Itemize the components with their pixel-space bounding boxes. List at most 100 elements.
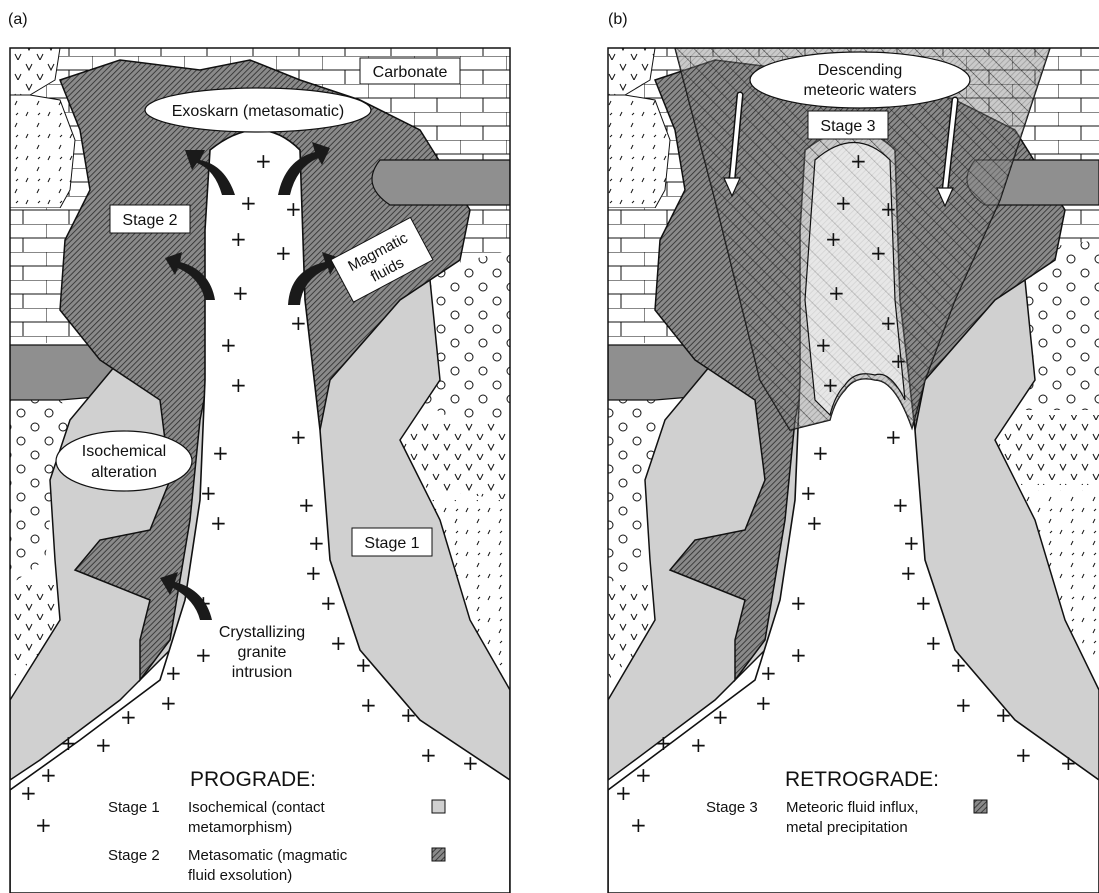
svg-text:+: + xyxy=(828,281,845,305)
svg-text:+: + xyxy=(298,493,315,517)
shale-bed-right xyxy=(372,160,510,205)
svg-text:+: + xyxy=(630,813,647,837)
svg-text:+: + xyxy=(950,653,967,677)
svg-text:+: + xyxy=(360,693,377,717)
svg-text:+: + xyxy=(903,531,920,555)
isochemical-alteration-label: Isochemical alteration xyxy=(56,431,192,491)
svg-text:+: + xyxy=(790,643,807,667)
legend-stage1-line2: metamorphism) xyxy=(188,819,292,836)
svg-text:+: + xyxy=(835,191,852,215)
svg-text:+: + xyxy=(915,591,932,615)
legend-stage2-line2: fluid exsolution) xyxy=(188,867,292,884)
svg-text:+: + xyxy=(815,333,832,357)
svg-text:+: + xyxy=(655,731,672,755)
legend-stage3-line2: metal precipitation xyxy=(786,819,908,836)
svg-text:+: + xyxy=(1015,743,1032,767)
stage2-label: Stage 2 xyxy=(110,205,190,233)
svg-text:+: + xyxy=(995,703,1012,727)
stage3-granite-core xyxy=(805,143,905,416)
svg-text:+: + xyxy=(255,149,272,173)
svg-text:+: + xyxy=(790,591,807,615)
svg-text:+: + xyxy=(220,333,237,357)
svg-text:+: + xyxy=(955,693,972,717)
svg-text:Stage 2: Stage 2 xyxy=(122,212,177,229)
svg-text:+: + xyxy=(285,197,302,221)
svg-text:+: + xyxy=(230,227,247,251)
svg-text:+: + xyxy=(635,763,652,787)
svg-text:+: + xyxy=(900,561,917,585)
legend-stage3-line1: Meteoric fluid influx, xyxy=(786,799,919,816)
svg-text:+: + xyxy=(230,373,247,397)
svg-text:+: + xyxy=(35,813,52,837)
svg-text:+: + xyxy=(462,751,479,775)
svg-text:+: + xyxy=(615,781,632,805)
exoskarn-label: Exoskarn (metasomatic) xyxy=(145,88,371,132)
svg-text:+: + xyxy=(400,703,417,727)
svg-text:+: + xyxy=(806,511,823,535)
legend-title-b: RETROGRADE: xyxy=(785,768,939,791)
svg-text:meteoric waters: meteoric waters xyxy=(804,82,917,99)
svg-text:+: + xyxy=(880,311,897,335)
svg-text:Isochemical: Isochemical xyxy=(82,443,166,460)
svg-text:+: + xyxy=(800,481,817,505)
svg-text:Crystallizing: Crystallizing xyxy=(219,624,305,641)
svg-text:+: + xyxy=(880,197,897,221)
svg-text:+: + xyxy=(760,661,777,685)
carbonate-label: Carbonate xyxy=(373,64,448,81)
legend-stage3: Stage 3 xyxy=(706,799,758,816)
svg-text:+: + xyxy=(420,743,437,767)
svg-text:+: + xyxy=(330,631,347,655)
svg-text:+: + xyxy=(890,349,907,373)
svg-text:+: + xyxy=(308,531,325,555)
svg-text:+: + xyxy=(212,441,229,465)
panel-b-tag: (b) xyxy=(608,11,628,28)
svg-text:+: + xyxy=(825,227,842,251)
svg-text:+: + xyxy=(275,241,292,265)
svg-text:+: + xyxy=(165,661,182,685)
svg-text:+: + xyxy=(690,733,707,757)
svg-text:+: + xyxy=(305,561,322,585)
svg-text:+: + xyxy=(232,281,249,305)
panel-b-cross-section: +++ +++ +++ +++ +++ +++ +++ +++ +++ +++ … xyxy=(608,48,1099,893)
svg-text:Exoskarn (metasomatic): Exoskarn (metasomatic) xyxy=(172,103,345,120)
svg-text:+: + xyxy=(195,643,212,667)
svg-text:+: + xyxy=(1060,751,1077,775)
stage1-label: Stage 1 xyxy=(352,528,432,556)
svg-text:intrusion: intrusion xyxy=(232,664,292,681)
svg-text:+: + xyxy=(885,425,902,449)
legend-stage1: Stage 1 xyxy=(108,799,160,816)
svg-text:+: + xyxy=(240,191,257,215)
svg-text:Descending: Descending xyxy=(818,62,903,79)
descending-meteoric-label: Descending meteoric waters xyxy=(750,52,970,108)
svg-text:+: + xyxy=(290,311,307,335)
legend-stage1-line1: Isochemical (contact xyxy=(188,799,326,816)
svg-text:Stage 3: Stage 3 xyxy=(820,118,875,135)
svg-text:+: + xyxy=(892,493,909,517)
svg-text:+: + xyxy=(95,733,112,757)
svg-text:+: + xyxy=(850,149,867,173)
svg-text:+: + xyxy=(160,691,177,715)
legend-swatch-stage1 xyxy=(432,800,445,813)
svg-text:Stage 1: Stage 1 xyxy=(364,535,419,552)
svg-text:+: + xyxy=(200,481,217,505)
legend-stage2-line1: Metasomatic (magmatic xyxy=(188,847,348,864)
svg-text:granite: granite xyxy=(238,644,287,661)
svg-text:alteration: alteration xyxy=(91,464,157,481)
svg-text:+: + xyxy=(925,631,942,655)
svg-text:+: + xyxy=(40,763,57,787)
svg-text:+: + xyxy=(60,731,77,755)
carbonate-label-box: Carbonate xyxy=(360,58,460,84)
svg-text:+: + xyxy=(812,441,829,465)
svg-text:+: + xyxy=(120,705,137,729)
panel-a-tag: (a) xyxy=(8,11,28,28)
legend-stage2: Stage 2 xyxy=(108,847,160,864)
svg-text:+: + xyxy=(712,705,729,729)
svg-text:+: + xyxy=(355,653,372,677)
legend-title: PROGRADE: xyxy=(190,768,316,791)
legend-swatch-stage2 xyxy=(432,848,445,861)
svg-text:+: + xyxy=(822,373,839,397)
svg-text:+: + xyxy=(320,591,337,615)
svg-text:+: + xyxy=(210,511,227,535)
svg-text:+: + xyxy=(755,691,772,715)
